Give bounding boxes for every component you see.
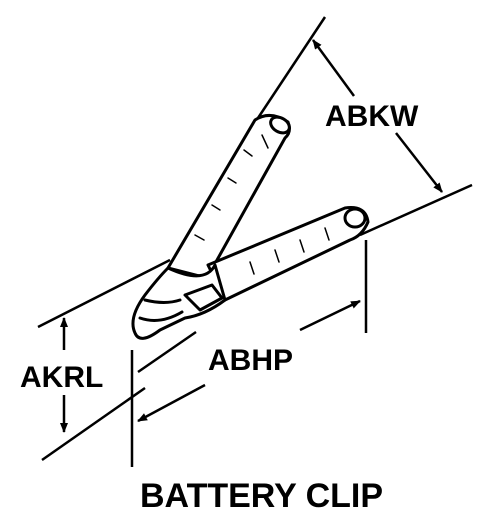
abhp-arrow-right (299, 299, 361, 332)
ext-line-upper-right (359, 183, 473, 237)
label-akrl: AKRL (20, 361, 103, 394)
abkw-arrow-upper (311, 39, 356, 97)
dimension-arrows (60, 39, 443, 433)
ext-line-upper-left (37, 258, 171, 329)
extension-lines (37, 16, 473, 467)
abhp-arrow-left (137, 383, 206, 423)
label-abkw: ABKW (325, 100, 419, 133)
handle-shading (194, 134, 330, 275)
diagram-title: BATTERY CLIP (140, 477, 383, 515)
abkw-arrow-lower (395, 132, 443, 193)
ext-line-lower-left (41, 386, 146, 462)
ext-line-jaw (137, 330, 197, 374)
battery-clip-icon (131, 114, 370, 340)
label-abhp: ABHP (208, 344, 293, 377)
ext-line-top (256, 16, 327, 119)
